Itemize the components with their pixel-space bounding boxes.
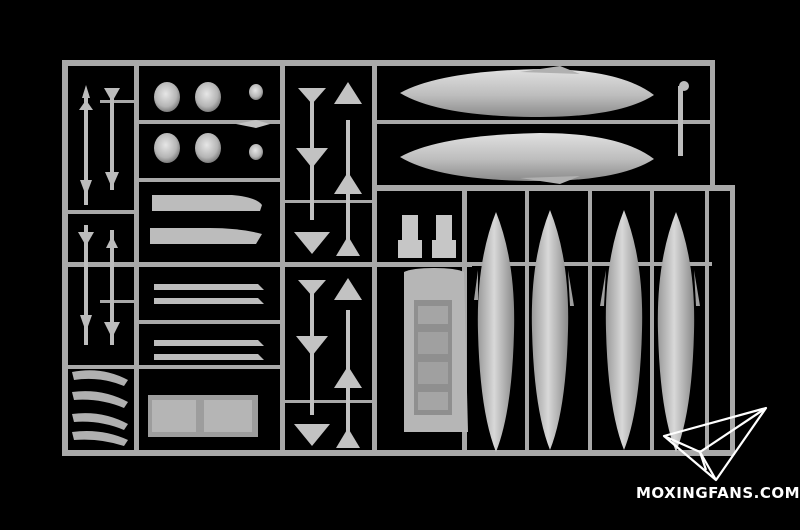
wheel-parts: [154, 82, 270, 163]
missile-part: [79, 85, 120, 205]
watermark-text: MOXINGFANS.COM: [636, 484, 800, 502]
missile-part: [294, 82, 362, 256]
missile-part: [294, 278, 362, 448]
cockpit-tub-part: [148, 395, 258, 437]
drop-tank-part: [400, 66, 654, 184]
cockpit-fuselage-part: [404, 268, 468, 432]
missile-part: [78, 225, 120, 345]
drop-tank-part: [474, 210, 700, 452]
sprue-runner-frame: [62, 60, 735, 456]
small-parts: [678, 81, 689, 156]
ejection-seat-part: [398, 215, 456, 258]
paper-plane-icon: [662, 406, 768, 482]
fuselage-detail-parts: [150, 195, 264, 360]
small-parts: [72, 370, 128, 446]
